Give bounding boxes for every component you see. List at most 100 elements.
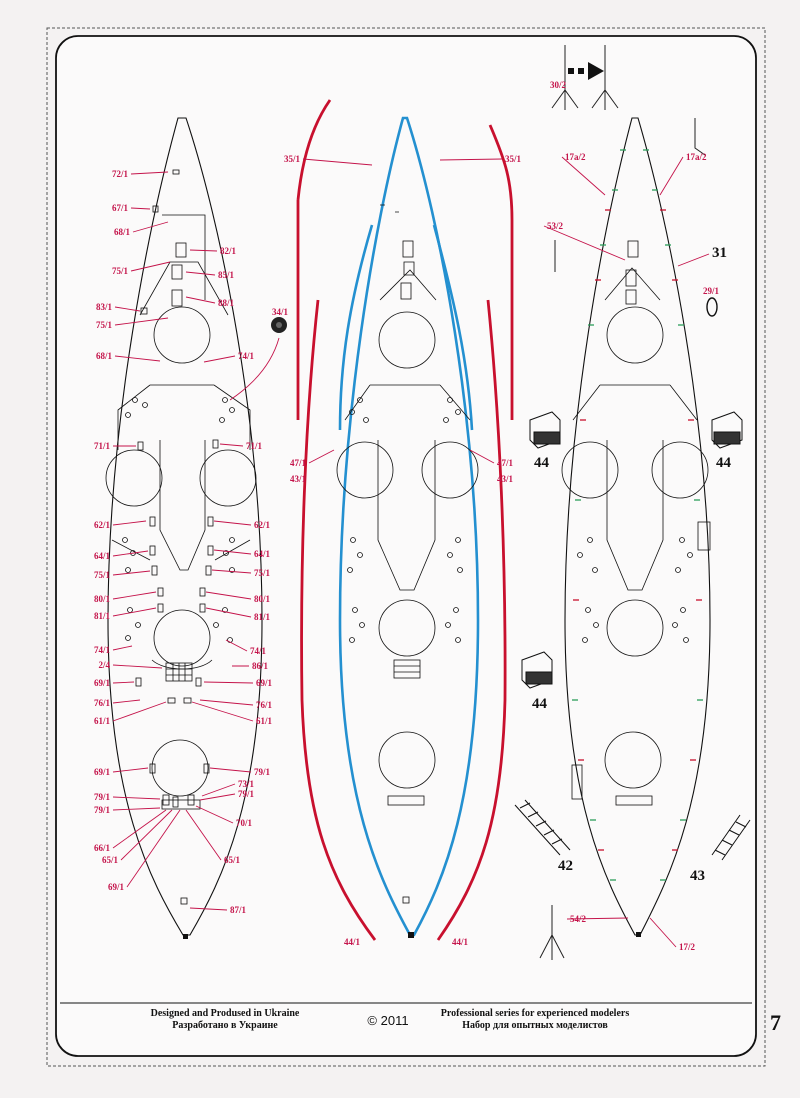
footer-right-line1: Professional series for experienced mode… [441,1008,630,1019]
label-80-1: 80/1 [254,594,271,604]
label-76-1: 76/1 [94,698,111,708]
label-61-1: 61/1 [256,716,273,726]
label-leader-line [205,607,252,618]
label-65-1: 65/1 [102,855,119,865]
label-leader-line [130,171,169,175]
label-61-1: 61/1 [94,716,111,726]
label-leader-line [112,550,149,557]
label-leader-line [213,520,252,526]
label-leader-line [112,520,147,526]
right-ship-deck [561,117,711,937]
rail-label: 43/1 [497,474,514,484]
label-leader-line [112,796,161,800]
page-number: 7 [770,1010,781,1035]
label-leader-line [112,664,163,669]
outer-dashed-border [46,27,766,1067]
label-leader-line [112,807,161,811]
label-69-1: 69/1 [108,882,125,892]
mast-parts [539,45,706,960]
direction-arrow [568,62,604,80]
footer-copyright: © 2011 [367,1013,408,1028]
middle-ship-rails [296,99,514,941]
footer-left-line2: Разработано в Украине [172,1020,278,1031]
right-label: 44 [716,455,732,471]
label-leader-line [112,681,135,684]
label-leader-line [308,449,335,464]
rail-label: 47/1 [290,458,307,468]
label-leader-line [543,225,626,261]
label-leader-line [112,570,151,576]
label-leader-line [649,917,677,948]
label-leader-line [112,767,149,773]
right-label: 43 [690,868,705,884]
label-79-1: 79/1 [254,767,271,777]
label-74-1: 74/1 [250,646,267,656]
label-72-1: 72/1 [112,169,129,179]
label-83-1: 83/1 [96,302,113,312]
label-71-1: 71/1 [94,441,111,451]
label-70-1: 70/1 [236,818,253,828]
left-ship-deck [105,117,263,939]
label-leader-line [195,805,234,824]
label-64-1: 64/1 [254,549,271,559]
right-label: 31 [712,245,727,261]
label-67-1: 67/1 [112,203,129,213]
label-leader-line [112,809,167,849]
label-79-1: 79/1 [94,792,111,802]
label-leader-line [112,591,157,600]
label-leader-line [191,701,254,722]
label-leader-line [213,549,252,555]
page-frame [55,35,757,1057]
label-leader-line [130,207,151,210]
right-label: 17a/2 [565,152,586,162]
label-68-1: 68/1 [96,351,113,361]
right-label: 29/1 [703,286,720,296]
part-29-oval [706,297,718,317]
label-leader-line [439,158,503,161]
label-leader-line [199,699,254,706]
right-label: 42 [558,858,573,874]
label-81-1: 81/1 [94,611,111,621]
label-leader-line [561,156,606,196]
label-88-1: 88/1 [218,298,235,308]
rail-label: 43/1 [290,474,307,484]
label-leader-line [185,296,216,304]
part-44-frames [521,411,743,689]
right-label: 53/2 [547,221,564,231]
label-leader-line [120,809,173,861]
label-leader-line [199,793,236,801]
footer-left-line1: Designed and Prodused in Ukraine [151,1008,300,1019]
label-leader-line [203,355,236,363]
label-leader-line [209,767,252,773]
label-69-1: 69/1 [94,678,111,688]
label-79-1: 79/1 [238,789,255,799]
label-leader-line [201,783,236,797]
label-leader-line [211,569,252,574]
label-leader-line [205,591,252,600]
label-64-1: 64/1 [94,551,111,561]
label-66-1: 66/1 [94,843,111,853]
label-leader-line [126,809,181,888]
label-leader-line [130,261,171,272]
label-75-1: 75/1 [112,266,129,276]
label-2-4: 2/4 [98,660,110,670]
label-leader-line [112,607,157,617]
label-34-1: 34/1 [272,307,289,317]
label-75-1: 75/1 [94,570,111,580]
rail-label: 44/1 [344,937,361,947]
label-81-1: 81/1 [254,612,271,622]
label-85-1: 85/1 [218,270,235,280]
label-65-1: 65/1 [224,855,241,865]
label-leader-line [219,443,244,447]
label-leader-line [677,253,710,267]
label-leader-line [203,681,254,684]
label-79-1: 79/1 [94,805,111,815]
label-74-1: 74/1 [238,351,255,361]
label-86-1: 86/1 [252,661,269,671]
right-label: 44 [532,696,548,712]
label-leader-line [132,221,169,233]
label-leader-line [469,449,495,464]
label-leader-line [185,271,216,276]
label-leader-line [225,639,248,652]
